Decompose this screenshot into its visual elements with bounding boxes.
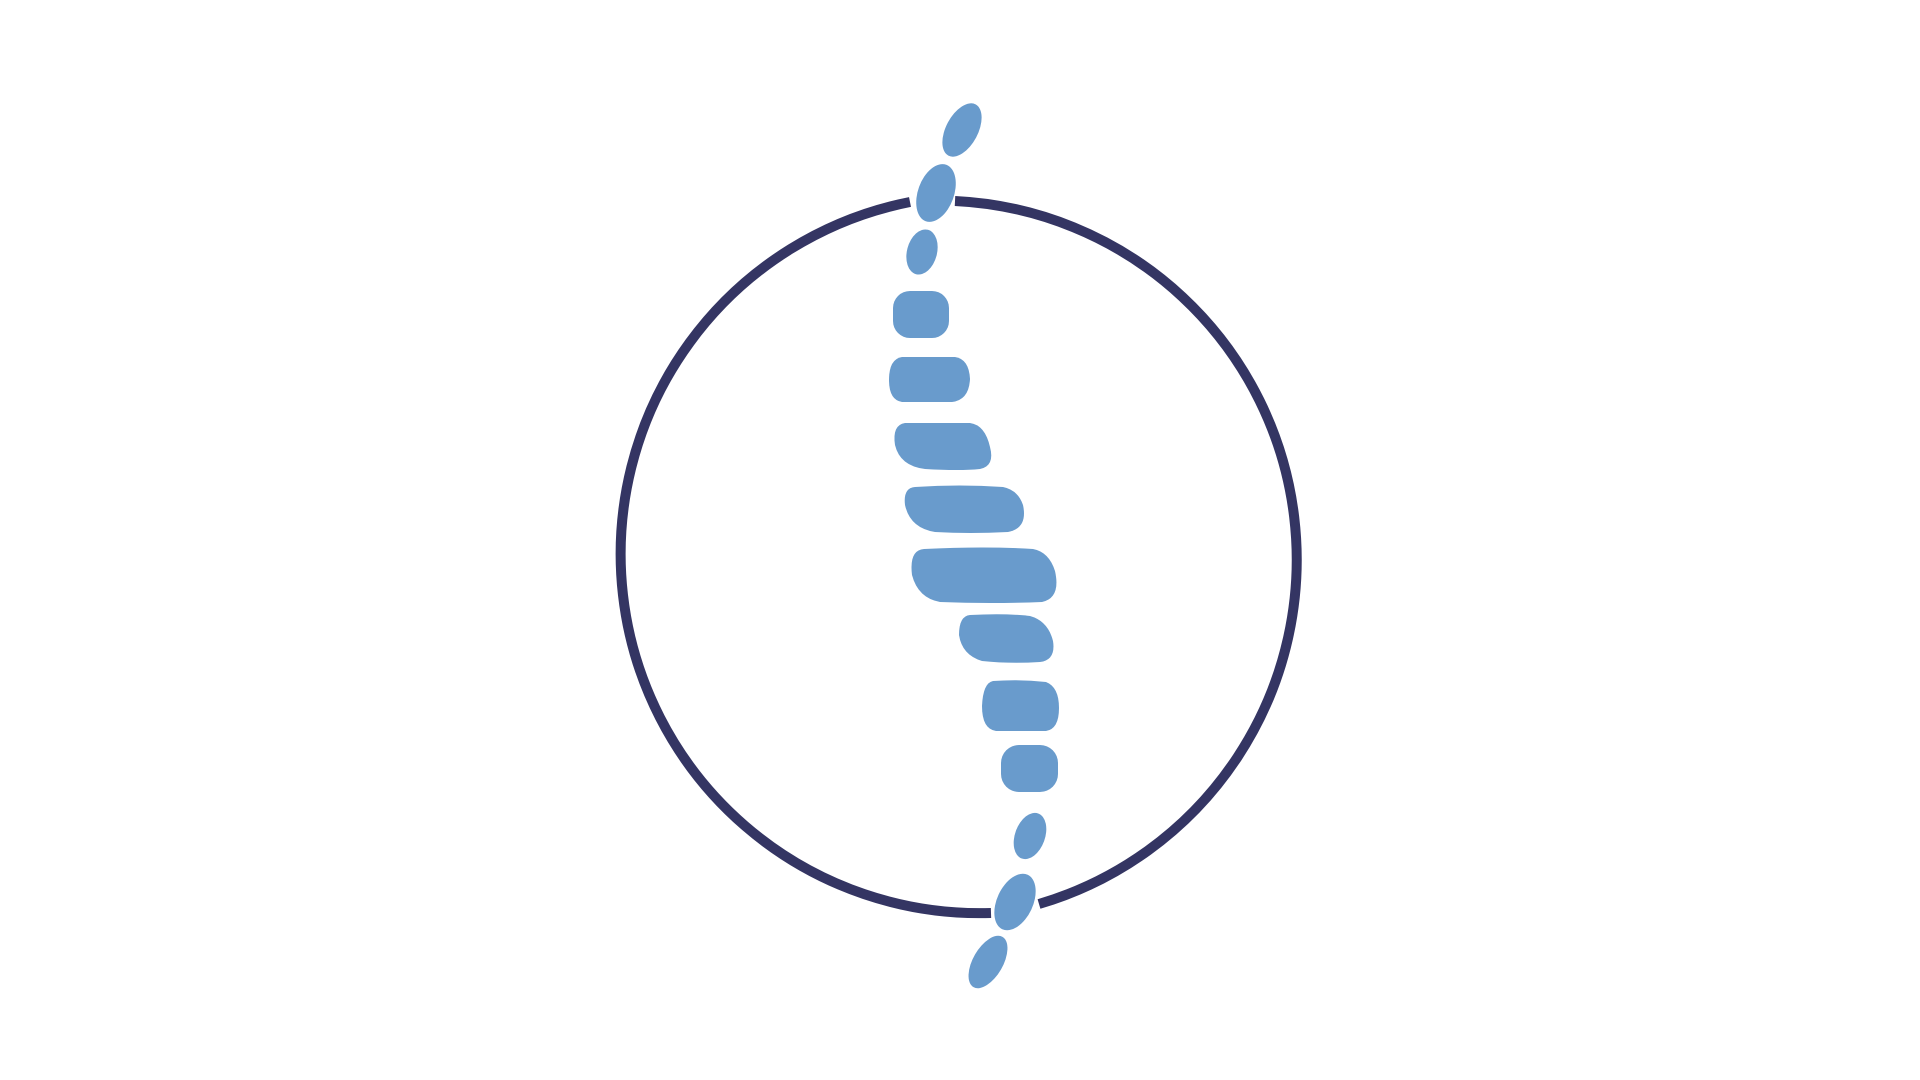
vertebra-9 xyxy=(959,614,1054,663)
vertebra-4 xyxy=(893,291,949,338)
vertebra-11 xyxy=(1001,745,1058,792)
vertebra-5 xyxy=(889,357,970,402)
ring-arc-right xyxy=(954,196,1302,909)
vertebra-14 xyxy=(968,935,1008,989)
vertebra-7 xyxy=(904,485,1024,533)
ring xyxy=(615,196,1302,919)
vertebrae xyxy=(889,103,1059,989)
ring-arc-upper-left xyxy=(615,197,992,919)
vertebra-12 xyxy=(1013,812,1047,860)
vertebra-8 xyxy=(911,547,1057,603)
vertebra-1 xyxy=(942,103,982,157)
vertebra-2 xyxy=(916,164,956,222)
vertebra-6 xyxy=(894,423,992,470)
vertebra-10 xyxy=(982,680,1059,731)
spine-logo xyxy=(615,103,1302,989)
vertebra-13 xyxy=(994,873,1036,931)
vertebra-3 xyxy=(906,229,938,275)
